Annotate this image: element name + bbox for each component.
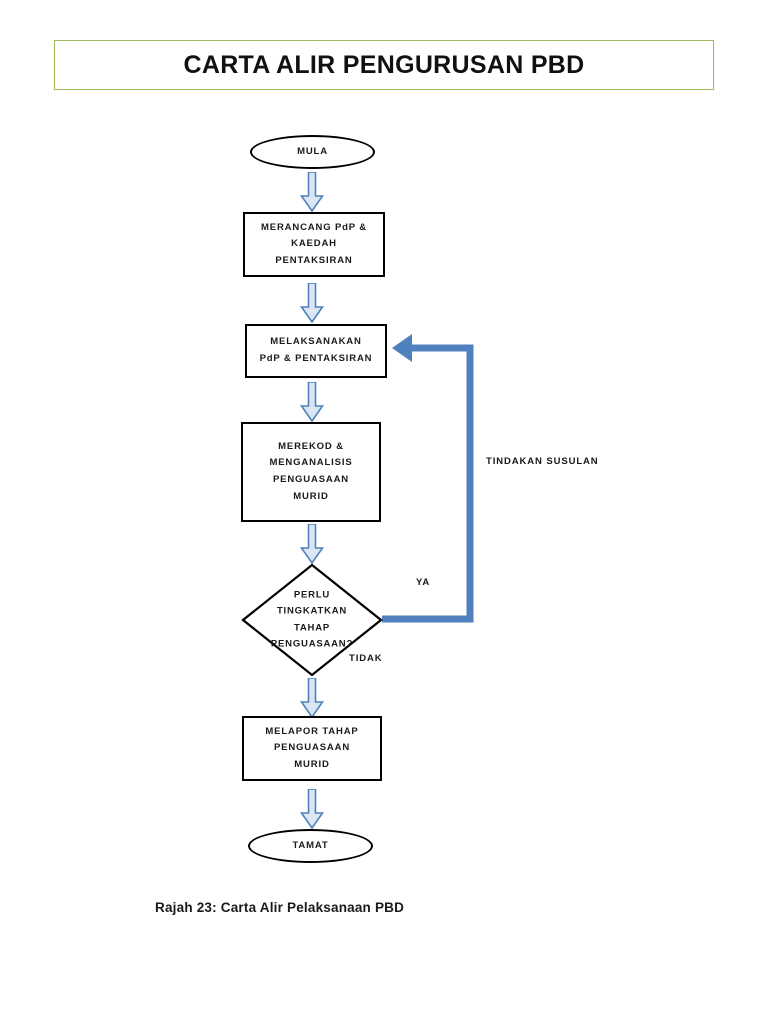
arrow-decision-to-report (300, 678, 324, 718)
node-record[interactable]: MEREKOD & MENGANALISIS PENGUASAAN MURID (241, 422, 381, 522)
node-implement-label: MELAKSANAKAN PdP & PENTAKSIRAN (259, 336, 373, 364)
node-implement[interactable]: MELAKSANAKAN PdP & PENTAKSIRAN (245, 324, 387, 378)
arrow-record-to-decision (300, 524, 324, 564)
node-report-label: MELAPOR TAHAP PENGUASAAN MURID (265, 725, 359, 770)
node-plan[interactable]: MERANCANG PdP & KAEDAH PENTAKSIRAN (243, 212, 385, 277)
node-decision-label: PERLU TINGKATKAN TAHAP PENGUASAAN? (270, 589, 354, 650)
arrow-plan-to-implement (300, 283, 324, 323)
node-report[interactable]: MELAPOR TAHAP PENGUASAAN MURID (242, 716, 382, 781)
arrow-report-to-end (300, 789, 324, 829)
edge-label-followup: TINDAKAN SUSULAN (486, 456, 599, 467)
figure-caption: Rajah 23: Carta Alir Pelaksanaan PBD (155, 900, 405, 915)
feedback-loop-arrow (382, 334, 474, 623)
edge-label-yes: YA (416, 577, 431, 588)
edge-label-no: TIDAK (349, 653, 383, 664)
node-plan-label: MERANCANG PdP & KAEDAH PENTAKSIRAN (261, 221, 367, 266)
node-end[interactable]: TAMAT (248, 829, 373, 863)
node-start-label: MULA (297, 145, 328, 157)
arrow-start-to-plan (300, 172, 324, 212)
page-title: CARTA ALIR PENGURUSAN PBD (183, 50, 585, 79)
node-start[interactable]: MULA (250, 135, 375, 169)
node-record-label: MEREKOD & MENGANALISIS PENGUASAAN MURID (269, 440, 353, 502)
node-end-label: TAMAT (292, 839, 329, 851)
arrow-implement-to-record (300, 382, 324, 422)
decision-diamond-shape (241, 563, 383, 677)
page-title-box: CARTA ALIR PENGURUSAN PBD (54, 40, 714, 90)
